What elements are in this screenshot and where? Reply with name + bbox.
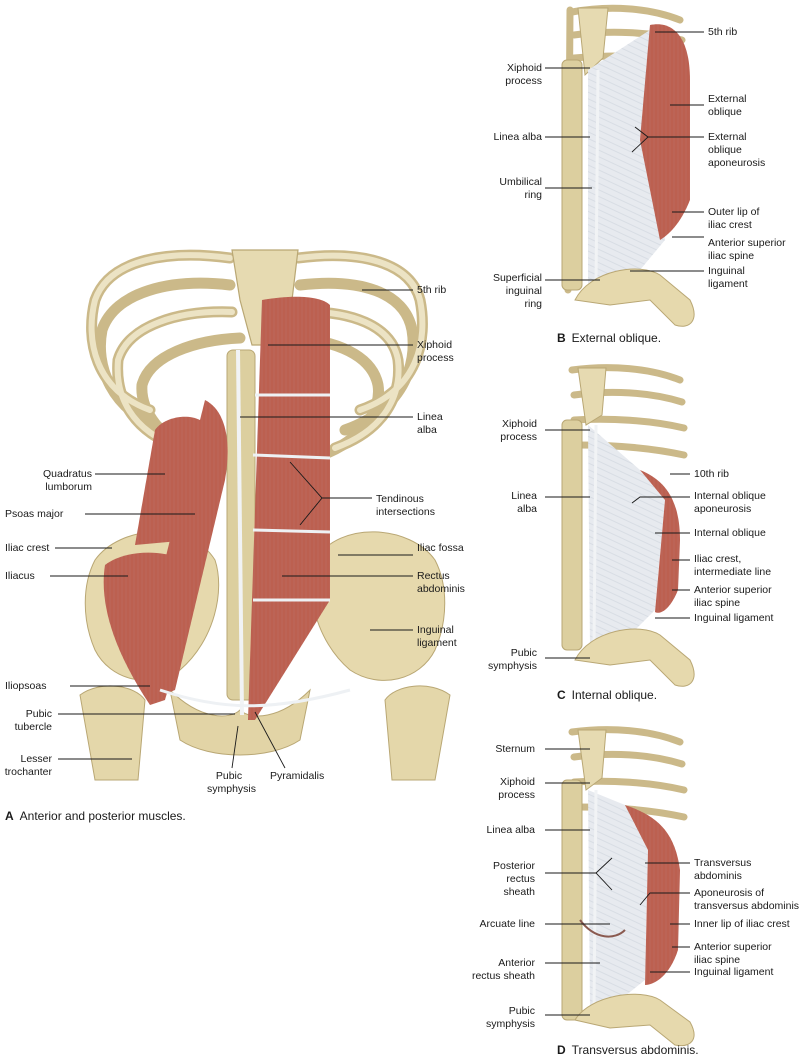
label-c-iliac-crest: Iliac crest, intermediate line — [694, 553, 772, 578]
rectus-abdominis — [248, 296, 330, 720]
label-d-xiphoid: Xiphoid process — [498, 776, 535, 801]
label-b-asis: Anterior superior iliac spine — [708, 237, 786, 262]
label-d-inguinal: Inguinal ligament — [694, 966, 774, 978]
panel-c-illustration — [561, 364, 695, 687]
transversus-abdominis-muscle — [625, 805, 680, 985]
label-a-psoas-major: Psoas major — [5, 508, 64, 520]
label-b-external-oblique: External oblique — [708, 93, 747, 118]
caption-d-text: Transversus abdominis. — [571, 1043, 699, 1057]
label-a-pubic-tubercle: Pubic tubercle — [14, 708, 52, 733]
label-d-arcuate: Arcuate line — [479, 918, 535, 930]
label-b-xiphoid: Xiphoid process — [505, 62, 542, 87]
caption-b-text: External oblique. — [571, 331, 662, 345]
label-a-iliac-crest: Iliac crest — [5, 542, 50, 554]
label-d-sternum: Sternum — [495, 743, 535, 755]
label-c-linea-alba: Linea alba — [511, 490, 537, 515]
iliacus-muscle — [103, 552, 200, 705]
caption-d-letter: D — [557, 1043, 566, 1057]
label-c-inguinal: Inguinal ligament — [694, 612, 774, 624]
label-b-superficial-ring: Superficial inguinal ring — [492, 272, 542, 310]
panel-d-illustration — [561, 726, 695, 1047]
label-a-quadratus: Quadratus lumborum — [42, 468, 92, 493]
label-a-pubic-symphysis: Pubic symphysis — [207, 770, 257, 795]
panel-a-illustration — [79, 249, 451, 781]
sternum-c — [577, 367, 607, 426]
label-c-xiphoid: Xiphoid process — [500, 418, 537, 443]
external-oblique-muscle — [640, 24, 690, 241]
label-b-5th-rib: 5th rib — [708, 26, 738, 38]
label-c-10th-rib: 10th rib — [694, 468, 730, 480]
panel-b-illustration — [561, 4, 695, 327]
label-d-transversus: Transversus abdominis — [694, 857, 752, 882]
label-a-rectus: Rectus abdominis — [417, 570, 465, 595]
label-a-inguinal: Inguinal ligament — [417, 624, 457, 649]
label-d-asis: Anterior superior iliac spine — [694, 941, 772, 966]
label-b-linea-alba: Linea alba — [493, 131, 542, 143]
label-d-linea-alba: Linea alba — [486, 824, 535, 836]
label-b-ext-aponeurosis: External oblique aponeurosis — [708, 131, 766, 169]
caption-c-text: Internal oblique. — [571, 688, 658, 702]
caption-a-letter: A — [5, 809, 14, 823]
caption-b-letter: B — [557, 331, 566, 345]
label-d-anterior-sheath: Anterior rectus sheath — [471, 957, 535, 982]
label-a-iliac-fossa: Iliac fossa — [417, 542, 464, 554]
label-c-internal-oblique: Internal oblique — [694, 527, 766, 539]
label-d-posterior-sheath: Posterior rectus sheath — [492, 860, 535, 898]
leader-lines — [50, 31, 704, 1016]
label-b-umbilical: Umbilical ring — [499, 176, 542, 201]
label-a-iliopsoas: Iliopsoas — [5, 680, 47, 692]
caption-c: C Internal oblique. — [557, 688, 657, 702]
label-c-pubic-symphysis: Pubic symphysis — [487, 647, 537, 672]
label-a-xiphoid: Xiphoid process — [417, 339, 454, 364]
label-a-tendinous: Tendinous intersections — [376, 493, 435, 518]
label-c-int-aponeurosis: Internal oblique aponeurosis — [694, 490, 766, 515]
caption-b: B External oblique. — [557, 331, 661, 345]
label-b-inguinal: Inguinal ligament — [708, 265, 748, 290]
label-d-aponeurosis-ta: Aponeurosis of transversus abdominis — [694, 887, 800, 912]
caption-a-text: Anterior and posterior muscles. — [19, 809, 186, 823]
internal-oblique-aponeurosis — [588, 425, 665, 648]
label-d-pubic-symphysis: Pubic symphysis — [485, 1005, 535, 1030]
label-c-asis: Anterior superior iliac spine — [694, 584, 772, 609]
sternum-d — [577, 729, 607, 791]
caption-a: A Anterior and posterior muscles. — [5, 809, 186, 823]
label-a-pyramidalis: Pyramidalis — [270, 770, 325, 782]
transversus-aponeurosis — [588, 790, 648, 1010]
label-a-iliacus: Iliacus — [5, 570, 35, 582]
caption-c-letter: C — [557, 688, 566, 702]
sternum-b — [577, 7, 609, 77]
label-d-inner-lip: Inner lip of iliac crest — [694, 918, 790, 930]
label-b-outer-lip: Outer lip of iliac crest — [708, 206, 760, 231]
label-a-5th-rib: 5th rib — [417, 284, 447, 296]
label-a-linea-alba: Linea alba — [417, 411, 443, 436]
caption-d: D Transversus abdominis. — [557, 1043, 699, 1057]
label-a-lesser-trochanter: Lesser trochanter — [4, 753, 52, 778]
internal-oblique-muscle — [640, 470, 680, 613]
